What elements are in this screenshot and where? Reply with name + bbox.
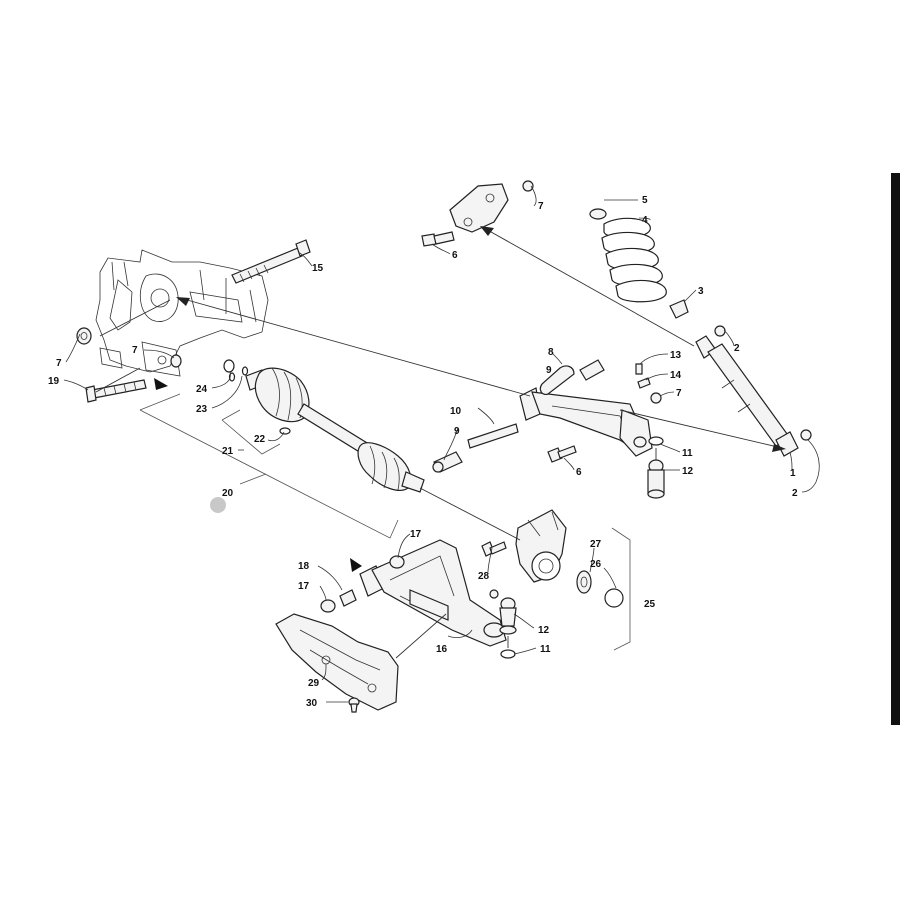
bolt-6-arm [547, 445, 577, 463]
assembly-line-frame-mount [95, 299, 171, 393]
label-16: 16 [436, 644, 448, 655]
wheel-bearing-27 [576, 570, 592, 594]
label-5: 5 [642, 195, 648, 206]
label-3: 3 [698, 286, 704, 297]
triangle-marker-left [154, 378, 168, 390]
label-30: 30 [306, 698, 318, 709]
label-19: 19 [48, 376, 60, 387]
label-6-arm: 6 [576, 467, 582, 478]
label-7-center: 7 [132, 345, 138, 356]
part-labels: 7 6 5 4 3 2 15 8 9 13 14 7 7 7 19 24 23 … [48, 195, 798, 709]
triangle-marker-lower [350, 558, 362, 572]
spring-retainer-5 [589, 208, 607, 220]
bushing-2-bottom [800, 429, 812, 441]
label-29: 29 [308, 678, 320, 689]
label-10: 10 [450, 406, 462, 417]
bolt-6-top [421, 231, 455, 247]
shock-absorber-1 [695, 335, 799, 457]
group-bracket-20 [139, 393, 399, 539]
ball-joint-12-upper [647, 459, 665, 499]
label-4: 4 [642, 215, 648, 226]
label-9-lower: 9 [454, 426, 460, 437]
assembly-arrow-arm-to-shock [619, 409, 786, 452]
label-18: 18 [298, 561, 310, 572]
bushing-2-top [714, 325, 726, 337]
bolt-15 [231, 239, 311, 284]
grease-fitting-13 [635, 363, 643, 375]
assembly-arrow-frame-to-arm [176, 297, 531, 397]
upper-a-arm-8 [519, 365, 653, 457]
bolt-19 [85, 379, 147, 403]
assembly-arrow-bracket-to-shock [480, 226, 695, 347]
bolt-10 [467, 423, 519, 449]
label-15: 15 [312, 263, 324, 274]
label-20: 20 [222, 488, 234, 499]
bushing-9-upper [579, 359, 605, 381]
grey-marker-dot [210, 497, 226, 513]
label-17: 17 [410, 529, 422, 540]
label-2-lower: 2 [792, 488, 798, 499]
clamp-22 [279, 427, 291, 435]
label-24: 24 [196, 384, 208, 395]
leader-lines [63, 185, 820, 703]
bushing-17-upper [389, 555, 405, 569]
label-27: 27 [590, 539, 602, 550]
lower-a-arm-16 [359, 539, 507, 647]
nut-7-left [76, 327, 92, 345]
nut-7-arm [650, 392, 662, 404]
label-23: 23 [196, 404, 208, 415]
upper-mount-bracket [449, 183, 509, 233]
label-6: 6 [452, 250, 458, 261]
label-28: 28 [478, 571, 490, 582]
label-1: 1 [790, 468, 796, 479]
label-26: 26 [590, 559, 602, 570]
spring-retainer-3 [669, 299, 689, 319]
label-7-arm: 7 [676, 388, 682, 399]
washer-24 [223, 359, 235, 373]
cotter-11-upper [648, 436, 664, 446]
skid-plate-29 [275, 613, 399, 711]
snap-ring-26 [604, 588, 624, 608]
label-12-lower: 12 [538, 625, 550, 636]
ball-joint-12-lower [499, 597, 517, 635]
bushing-18 [339, 589, 357, 607]
coil-spring-4 [601, 217, 667, 303]
bolt-28 [481, 541, 507, 599]
label-8: 8 [548, 347, 554, 358]
label-17-lower: 17 [298, 581, 310, 592]
steering-knuckle [515, 509, 567, 583]
group-bracket-25 [611, 527, 631, 651]
label-9: 9 [546, 365, 552, 376]
label-21: 21 [222, 446, 234, 457]
label-22: 22 [254, 434, 266, 445]
label-7: 7 [538, 201, 544, 212]
label-11-lower: 11 [540, 644, 551, 655]
nut-7-top [522, 180, 534, 192]
label-13: 13 [670, 350, 682, 361]
bushing-9-lower [432, 451, 463, 473]
assembly-line-axle-to-knuckle [419, 487, 521, 541]
label-7-left: 7 [56, 358, 62, 369]
label-11: 11 [682, 448, 693, 459]
assembly-line-skid-to-arm [395, 613, 447, 659]
cotter-pin-14 [637, 377, 651, 389]
group-bracket-21 [221, 409, 281, 455]
label-2: 2 [734, 343, 740, 354]
label-25: 25 [644, 599, 656, 610]
screw-30 [348, 697, 360, 713]
right-edge-bar [891, 173, 900, 725]
bushing-17-lower [320, 599, 336, 613]
label-12: 12 [682, 466, 694, 477]
cv-axle-20 [245, 367, 425, 493]
label-14: 14 [670, 370, 682, 381]
washer-23 [228, 366, 249, 382]
cotter-11-lower [500, 649, 516, 659]
frame-section [95, 249, 269, 377]
